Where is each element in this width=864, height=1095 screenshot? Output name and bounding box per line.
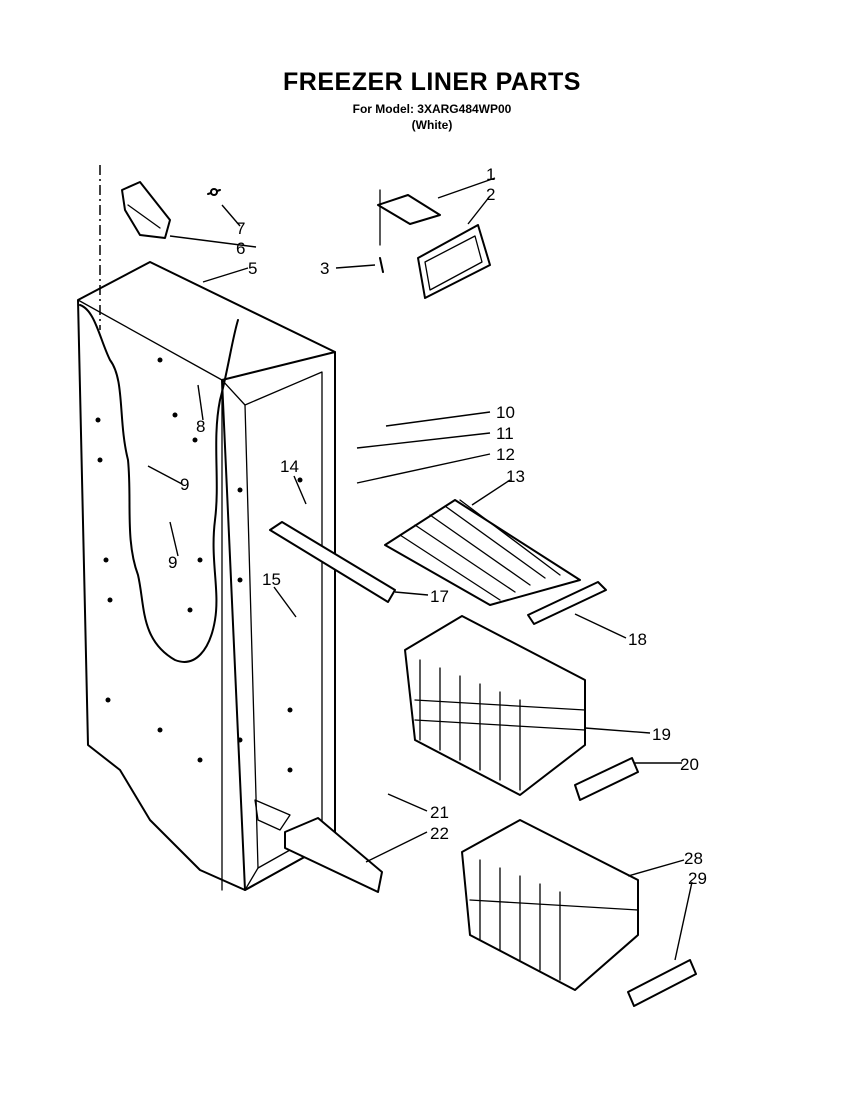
callout-5: 3: [320, 259, 329, 278]
callout-12: 18: [628, 630, 647, 649]
callout-28: 17: [430, 587, 449, 606]
model-number: For Model: 3XARG484WP00: [352, 102, 512, 116]
callout-13: 9: [168, 553, 177, 572]
part-3-cover: [417, 224, 491, 299]
part-11-basket: [461, 819, 639, 991]
part-17-trim: [284, 817, 383, 893]
color-variant: (White): [411, 118, 453, 132]
part-5-screw: [379, 257, 384, 273]
callout-2: 1: [486, 165, 495, 184]
part-8-wire-shelf: [384, 499, 581, 606]
part-12-trim: [527, 581, 607, 625]
callout-3: 2: [486, 185, 495, 204]
callout-22: 12: [496, 445, 515, 464]
callout-29: 14: [280, 457, 299, 476]
callout-15: 7: [236, 219, 245, 238]
callout-18: 21: [430, 803, 449, 822]
callout-20: 10: [496, 403, 515, 422]
callout-9-upper: 20: [680, 755, 699, 774]
callout-10: 19: [652, 725, 671, 744]
diagram-title: FREEZER LINER PARTS: [283, 68, 581, 96]
part-28-rail: [269, 521, 396, 603]
callout-17: 22: [430, 824, 449, 843]
callout-6: 8: [196, 417, 205, 436]
callout-7: 9: [180, 475, 189, 494]
callout-numbers: 1 2 3 5 6 7 8 9 9 10 11 12 13 14 15 17 1…: [168, 165, 707, 888]
part-9-basket-front: [574, 757, 639, 801]
callout-1: 5: [248, 259, 257, 278]
part-9-basket-front-lower: [627, 959, 697, 1007]
part-15-screw: [207, 188, 221, 196]
freezer-liner: [77, 165, 336, 891]
callout-21: 11: [496, 424, 514, 443]
part-2-bracket: [377, 189, 441, 246]
callout-9-lower: 29: [688, 869, 707, 888]
part-10-basket: [404, 615, 586, 796]
callout-11: 28: [684, 849, 703, 868]
part-14-bracket: [121, 181, 171, 239]
callout-8: 13: [506, 467, 525, 486]
leader-lines: [147, 177, 693, 961]
callout-14: 6: [236, 239, 245, 258]
callout-19: 15: [262, 570, 281, 589]
